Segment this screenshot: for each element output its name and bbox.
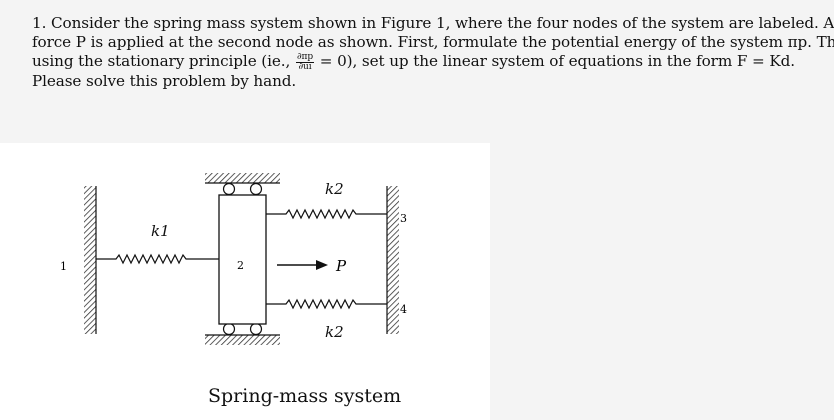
fraction-denominator: ∂ui bbox=[298, 61, 312, 72]
bottom-roller-right bbox=[249, 322, 263, 336]
problem-line-3: using the stationary principle (ie., ∂πp… bbox=[32, 52, 822, 72]
force-arrow-head bbox=[316, 260, 328, 270]
problem-statement: 1. Consider the spring mass system shown… bbox=[32, 14, 834, 91]
problem-line-4: Please solve this problem by hand. bbox=[32, 71, 297, 90]
mass-block bbox=[218, 194, 267, 325]
spring-k1-label: k1 bbox=[151, 222, 170, 240]
spring-k2-bottom-label: k2 bbox=[325, 323, 344, 341]
bottom-ground bbox=[205, 335, 280, 345]
force-label: P bbox=[335, 257, 347, 275]
node-label-4: 4 bbox=[400, 303, 407, 316]
figure-caption: Spring-mass system bbox=[208, 385, 402, 407]
spring-k2-top bbox=[266, 208, 387, 220]
partial-derivative-fraction: ∂πp ∂ui bbox=[295, 51, 314, 72]
bottom-roller-left bbox=[222, 322, 236, 336]
left-wall bbox=[84, 186, 96, 334]
node-label-1: 1 bbox=[60, 260, 67, 273]
top-ground bbox=[205, 173, 280, 183]
spring-k1-text: k1 bbox=[151, 222, 170, 240]
node-label-3: 3 bbox=[400, 212, 407, 225]
spring-k2-top-label: k2 bbox=[325, 180, 344, 198]
right-wall bbox=[387, 186, 399, 334]
spring-k2-top-text: k2 bbox=[325, 180, 344, 198]
top-roller-left bbox=[222, 182, 236, 196]
fraction-numerator: ∂πp bbox=[295, 51, 314, 63]
problem-line-1: 1. Consider the spring mass system shown… bbox=[32, 14, 834, 32]
problem-line-3-start: using the stationary principle (ie., bbox=[32, 52, 291, 70]
spring-k2-bottom-text: k2 bbox=[325, 323, 344, 341]
top-roller-right bbox=[249, 182, 263, 196]
problem-line-3-end: = 0), set up the linear system of equati… bbox=[319, 52, 795, 70]
spring-k1 bbox=[96, 253, 219, 265]
node-label-2: 2 bbox=[237, 259, 244, 272]
problem-line-2-text: force P is applied at the second node as… bbox=[32, 33, 834, 51]
spring-k2-bottom bbox=[266, 298, 387, 310]
problem-line-2: force P is applied at the second node as… bbox=[32, 33, 834, 52]
